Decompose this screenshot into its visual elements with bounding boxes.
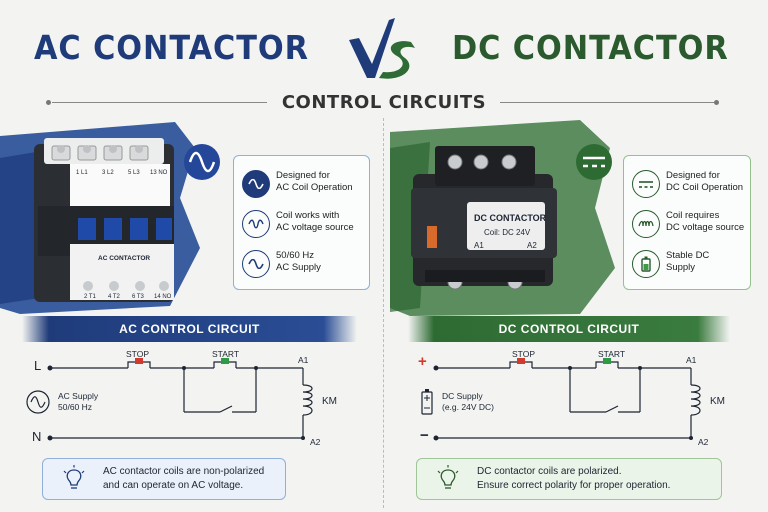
dc-device-a2: A2: [527, 241, 537, 250]
center-divider: [383, 118, 385, 508]
ac-line-label: L: [34, 358, 42, 373]
ac-terminal-bottom-3: 6 T3: [132, 294, 144, 300]
rule-right: [500, 102, 714, 103]
ac-terminal-top-4: 13 NO: [150, 170, 168, 176]
ac-supply-label: AC Supply 50/60 Hz: [58, 391, 99, 412]
dc-coil-label: KM: [710, 396, 725, 407]
lightbulb-icon: [437, 465, 459, 489]
ac-info-item: Coil works with AC voltage source: [242, 208, 367, 244]
ac-info-text: Designed for AC Coil Operation: [276, 170, 353, 193]
ac-info-item: Designed for AC Coil Operation: [242, 168, 367, 204]
ac-info-text: Coil works with AC voltage source: [276, 210, 354, 233]
ac-terminal-bottom-2: 4 T2: [108, 294, 120, 300]
start-button-marker: [221, 358, 229, 364]
rule-dot-right: [714, 100, 719, 105]
ac-a2-label: A2: [310, 437, 321, 447]
dc-device-a1: A1: [474, 241, 484, 250]
ac-control-circuit: [26, 358, 313, 441]
ac-start-label: START: [212, 349, 240, 359]
ac-info-box: Designed for AC Coil Operation Coil work…: [233, 155, 370, 290]
stop-button-marker: [517, 358, 525, 364]
dc-symbol-icon: [632, 170, 660, 198]
ac-note-box: AC contactor coils are non-polarized and…: [42, 458, 286, 500]
dc-stop-label: STOP: [512, 349, 535, 359]
dc-circuit-banner: DC CONTROL CIRCUIT: [408, 316, 730, 342]
dc-contactor-device: [411, 146, 557, 290]
ac-terminal-top-1: 1 L1: [76, 170, 88, 176]
ac-device-label: AC CONTACTOR: [98, 255, 151, 262]
dc-info-text: Coil requires DC voltage source: [666, 210, 745, 233]
rule-dot-left: [46, 100, 51, 105]
dc-start-label: START: [598, 349, 626, 359]
rule-left: [52, 102, 267, 103]
frequency-wave-icon: [242, 250, 270, 278]
ac-coil-label: KM: [322, 396, 337, 407]
ac-note-text: AC contactor coils are non-polarized and…: [103, 466, 265, 491]
ac-neutral-label: N: [32, 429, 42, 444]
dc-device-coil: Coil: DC 24V: [484, 228, 531, 237]
start-button-marker: [603, 358, 611, 364]
ac-terminal-bottom-1: 2 T1: [84, 294, 96, 300]
dc-badge-icon: [576, 144, 612, 180]
sine-wave-icon: [242, 170, 270, 198]
dc-device-title: DC CONTACTOR: [474, 213, 547, 223]
ac-stop-label: STOP: [126, 349, 149, 359]
ac-waveform-icon: [242, 210, 270, 238]
ac-contactor-title: AC CONTACTOR: [34, 28, 309, 67]
ac-circuit-banner: AC CONTROL CIRCUIT: [22, 316, 357, 342]
dc-minus-label: −: [420, 427, 429, 444]
ac-supply-icon: [26, 390, 50, 414]
dc-contactor-title: DC CONTACTOR: [452, 28, 729, 67]
stop-button-marker: [135, 358, 143, 364]
dc-info-text: Stable DC Supply: [666, 250, 710, 273]
dc-control-circuit: [421, 358, 701, 441]
dc-supply-label: DC Supply (e.g. 24V DC): [442, 391, 494, 412]
dc-info-item: Coil requires DC voltage source: [632, 208, 757, 244]
ac-info-item: 50/60 Hz AC Supply: [242, 248, 367, 284]
coil-icon: [632, 210, 660, 238]
control-circuits-subtitle: CONTROL CIRCUITS: [281, 92, 487, 113]
dc-a2-label: A2: [698, 437, 709, 447]
dc-info-box: Designed for DC Coil Operation Coil requ…: [623, 155, 751, 290]
ac-terminal-top-3: 5 L3: [128, 170, 140, 176]
lightbulb-icon: [63, 465, 85, 489]
dc-info-text: Designed for DC Coil Operation: [666, 170, 744, 193]
dc-a1-label: A1: [686, 355, 697, 365]
ac-terminal-bottom-4: 14 NO: [154, 294, 172, 300]
ac-terminal-top-2: 3 L2: [102, 170, 114, 176]
ac-contactor-device: [34, 138, 174, 302]
dc-note-box: DC contactor coils are polarized. Ensure…: [416, 458, 722, 500]
ac-info-text: 50/60 Hz AC Supply: [276, 250, 321, 273]
vs-emblem: [349, 18, 415, 79]
dc-info-item: Stable DC Supply: [632, 248, 757, 284]
ac-a1-label: A1: [298, 355, 309, 365]
ac-sine-badge-icon: [184, 144, 220, 180]
dc-info-item: Designed for DC Coil Operation: [632, 168, 757, 204]
dc-note-text: DC contactor coils are polarized. Ensure…: [477, 466, 671, 491]
dc-plus-label: +: [418, 353, 427, 370]
dc-supply-battery-icon: [421, 389, 433, 415]
battery-icon: [632, 250, 660, 278]
